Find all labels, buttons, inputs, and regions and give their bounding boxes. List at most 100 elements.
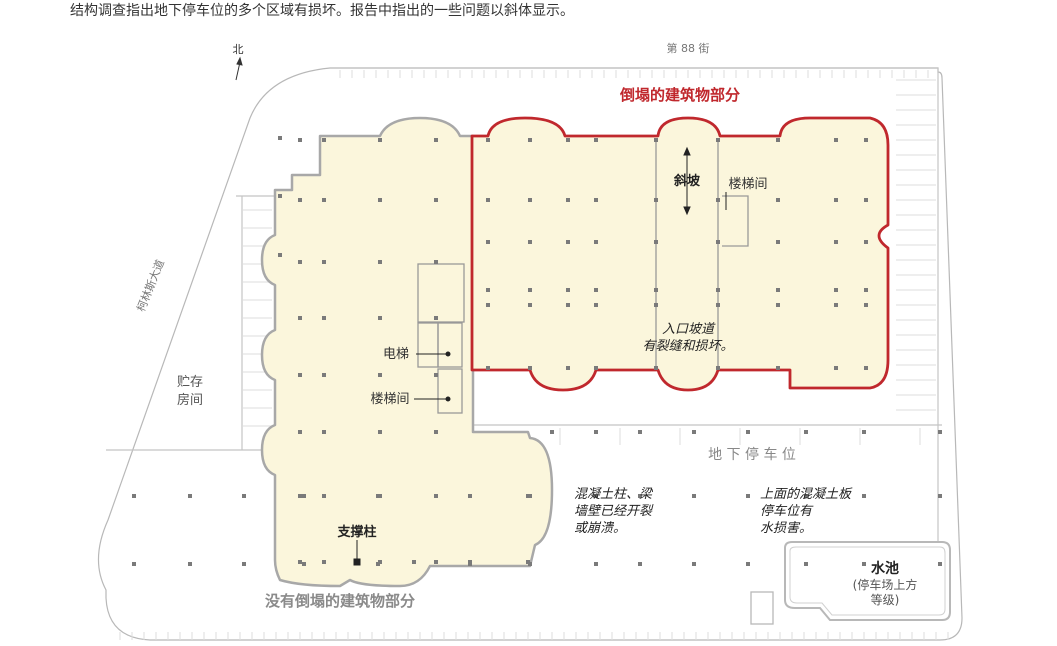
- column-marker: [188, 562, 192, 566]
- column-marker: [862, 494, 866, 498]
- intact-building-outline: [260, 116, 554, 588]
- column-marker: [434, 560, 438, 564]
- column-marker: [834, 303, 838, 307]
- column-marker: [528, 303, 532, 307]
- column-marker: [278, 194, 282, 198]
- ramp-arrow-icon: [683, 146, 691, 216]
- column-marker: [804, 430, 808, 434]
- column-marker: [716, 240, 720, 244]
- column-marker: [746, 494, 750, 498]
- column-marker: [566, 366, 570, 370]
- column-marker: [654, 303, 658, 307]
- column-marker: [594, 288, 598, 292]
- column-marker: [322, 316, 326, 320]
- column-marker: [938, 562, 942, 566]
- column-marker: [298, 373, 302, 377]
- north-label: 北: [233, 43, 244, 56]
- column-marker: [298, 430, 302, 434]
- column-marker: [322, 494, 326, 498]
- intact-section-label: 没有倒塌的建筑物部分: [265, 592, 415, 610]
- entrance-note-line2: 有裂缝和损坏。: [642, 339, 733, 354]
- column-marker: [834, 138, 838, 142]
- storage-label-line2: 房间: [177, 392, 203, 408]
- leader-lines: [353, 192, 727, 566]
- column-marker: [638, 562, 642, 566]
- slab-note-line2: 停车位有: [760, 503, 814, 519]
- column-marker: [468, 562, 472, 566]
- column-marker: [298, 494, 302, 498]
- column-marker: [528, 240, 532, 244]
- column-marker: [776, 303, 780, 307]
- column-marker: [302, 494, 306, 498]
- column-marker: [638, 494, 642, 498]
- column-marker: [322, 138, 326, 142]
- column-marker: [776, 138, 780, 142]
- ramp-label: 斜坡: [673, 173, 701, 189]
- collins-avenue-label: 柯林斯大道: [133, 257, 167, 313]
- column-marker: [528, 138, 532, 142]
- column-marker: [864, 240, 868, 244]
- entrance-note-line1: 入口坡道: [662, 322, 716, 337]
- column-marker: [864, 288, 868, 292]
- column-marker: [804, 494, 808, 498]
- column-grid: [132, 136, 942, 566]
- pool-sublabel-line1: (停车场上方: [853, 577, 918, 592]
- column-marker: [776, 288, 780, 292]
- column-marker: [566, 240, 570, 244]
- column-marker: [434, 373, 438, 377]
- column-marker: [376, 494, 380, 498]
- slab-note-line3: 水损害。: [760, 521, 812, 536]
- column-marker: [864, 303, 868, 307]
- column-marker: [716, 303, 720, 307]
- concrete-note-line2: 墙壁已经开裂: [574, 504, 654, 519]
- column-marker: [132, 562, 136, 566]
- column-marker: [322, 373, 326, 377]
- stair-label-left: 楼梯间: [370, 392, 409, 407]
- column-marker: [434, 494, 438, 498]
- column-marker: [550, 430, 554, 434]
- column-marker: [412, 560, 416, 564]
- column-marker: [716, 288, 720, 292]
- column-marker: [434, 316, 438, 320]
- column-marker: [298, 560, 302, 564]
- street-88-label: 第 88 街: [667, 41, 710, 55]
- column-marker: [322, 260, 326, 264]
- column-marker: [716, 366, 720, 370]
- column-marker: [434, 138, 438, 142]
- concrete-note-line1: 混凝土柱、梁: [574, 487, 653, 502]
- column-marker: [322, 430, 326, 434]
- column-marker: [938, 494, 942, 498]
- elevator-label: 电梯: [383, 347, 409, 362]
- column-marker: [716, 198, 720, 202]
- column-marker: [434, 198, 438, 202]
- pool-sublabel-line2: 等级): [871, 593, 900, 607]
- column-marker: [378, 373, 382, 377]
- column-marker: [242, 494, 246, 498]
- ramp-corridor: [655, 138, 719, 368]
- column-marker: [804, 562, 808, 566]
- column-marker: [654, 240, 658, 244]
- column-marker: [242, 562, 246, 566]
- column-marker: [654, 138, 658, 142]
- column-label: 支撑柱: [336, 524, 376, 540]
- slab-note-line1: 上面的混凝土板: [760, 487, 853, 502]
- column-marker: [486, 303, 490, 307]
- pool-label: 水池: [871, 560, 899, 577]
- column-marker: [594, 366, 598, 370]
- column-marker: [654, 288, 658, 292]
- column-marker: [278, 136, 282, 140]
- north-arrow-icon: [235, 56, 243, 81]
- column-marker: [566, 198, 570, 202]
- column-marker: [566, 138, 570, 142]
- core-boxes: [417, 263, 465, 414]
- column-marker: [298, 260, 302, 264]
- caption: 结构调查指出地下停车位的多个区域有损坏。报告中指出的一些问题以斜体显示。: [70, 3, 574, 19]
- column-marker: [776, 198, 780, 202]
- pool-outline-inner: [789, 546, 946, 616]
- column-marker: [434, 430, 438, 434]
- column-marker: [692, 430, 696, 434]
- column-marker: [594, 303, 598, 307]
- stair-label-right: 楼梯间: [728, 177, 767, 192]
- column-marker: [486, 198, 490, 202]
- column-marker: [864, 366, 868, 370]
